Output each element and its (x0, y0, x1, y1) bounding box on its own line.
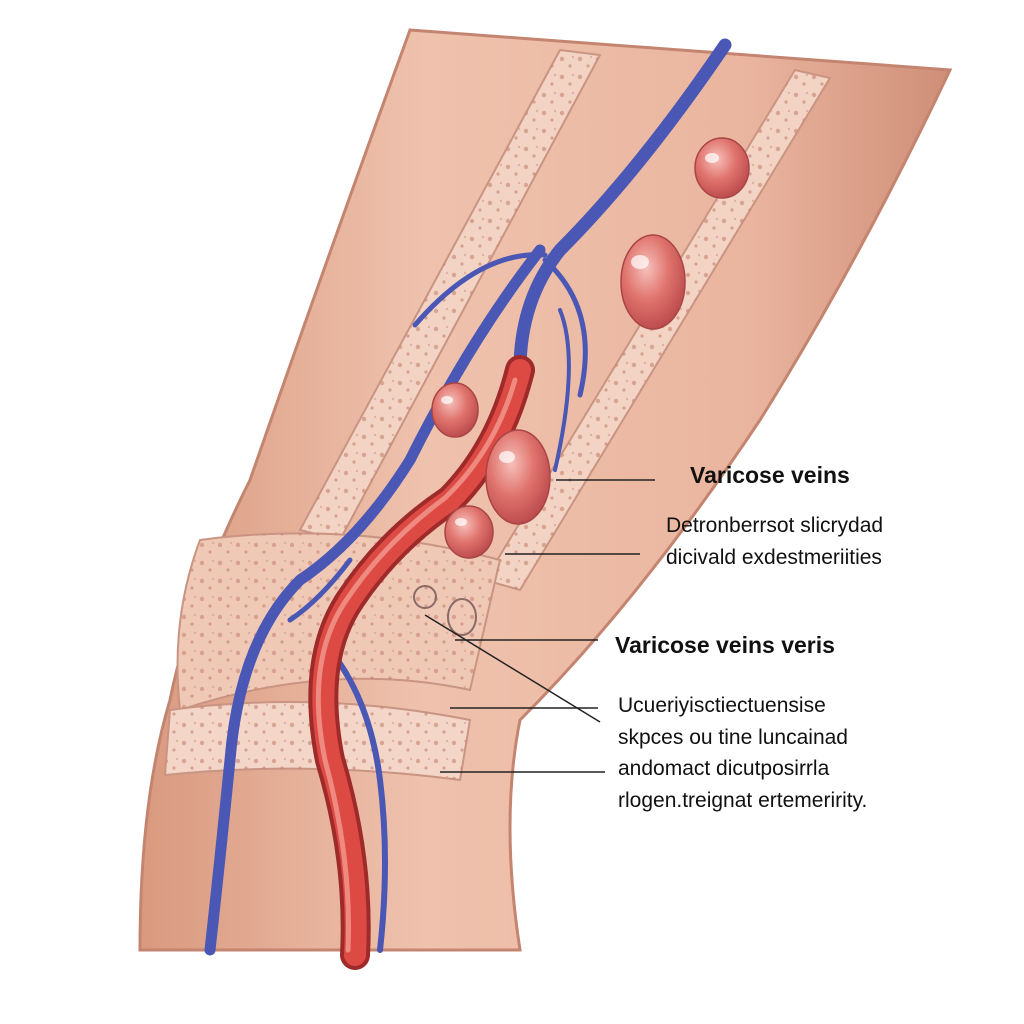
varicose-bulges (431, 137, 750, 559)
bulge-2 (620, 234, 686, 330)
leader-lines (424, 479, 655, 773)
bulge-3 (431, 382, 479, 438)
artery-red-fill (312, 359, 531, 966)
description-line: dicivald exdestmeriities (666, 545, 882, 569)
tissue-band-right-dots (485, 70, 830, 590)
label-varicose-veins-veris-title: Varicose veins veris (615, 632, 835, 658)
bulge-1 (694, 137, 750, 199)
label-varicose-veins-title: Varicose veins (690, 462, 850, 488)
artery-highlight (315, 377, 518, 953)
bulge-5 (444, 505, 494, 559)
label-varicose-veins-veris-description: Ucueriyisctiectuensise skpces ou tine lu… (618, 690, 867, 816)
description-line: andomact dicutposirrla (618, 757, 830, 780)
description-line: skpces ou tine luncainad (618, 725, 848, 749)
description-line: Ucueriyisctiectuensise (618, 694, 826, 717)
description-line: Detronberrsot slicrydad (666, 514, 884, 537)
label-varicose-veins-description: Detronberrsot slicrydad dicivald exdestm… (666, 510, 883, 573)
valve-markers (413, 585, 477, 636)
tissue-band-left-dots (300, 50, 600, 540)
vein-blue (204, 38, 732, 956)
bulge-4 (485, 429, 551, 525)
description-line: rlogen.treignat ertemeririty. (618, 788, 868, 812)
